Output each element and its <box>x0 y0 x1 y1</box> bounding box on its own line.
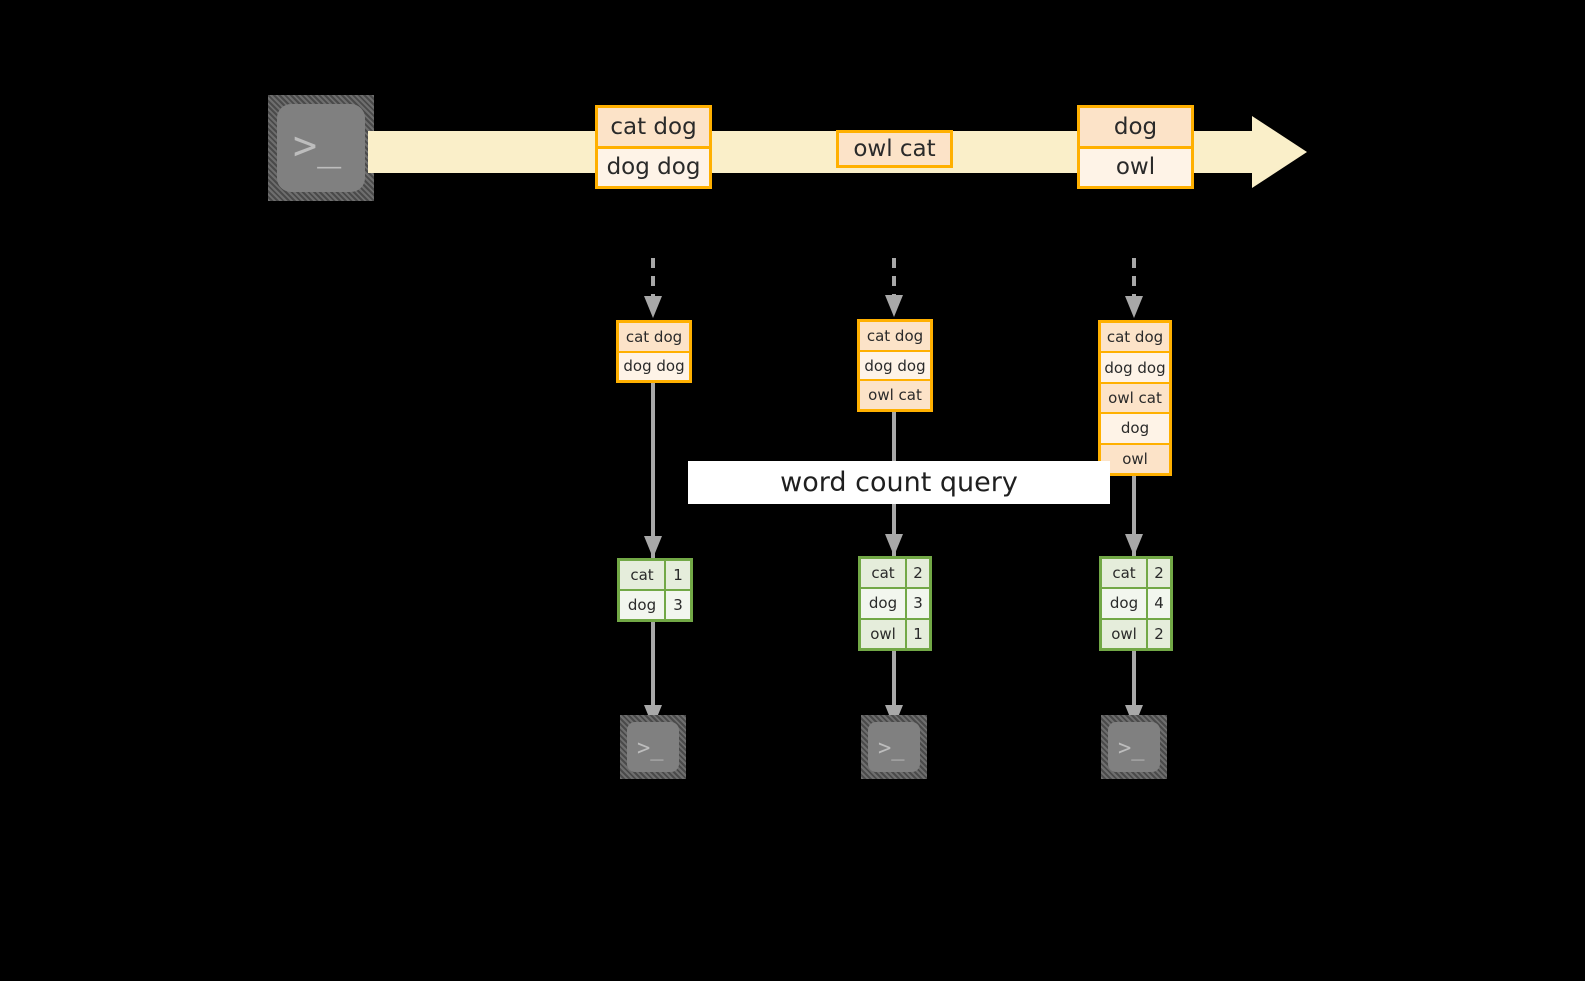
result-word: owl <box>861 619 905 648</box>
connector-line <box>651 258 655 298</box>
stream-record-line: owl <box>1080 145 1191 186</box>
table-row: cat 2 <box>861 559 929 588</box>
connector-arrowhead <box>644 296 662 318</box>
stream-record-1: cat dog dog dog <box>595 105 712 189</box>
connector-line <box>651 383 655 558</box>
table-row: dog 3 <box>620 589 690 619</box>
stream-record-line: dog dog <box>598 145 709 186</box>
accumulated-row: owl <box>1101 442 1169 473</box>
table-row: owl 1 <box>861 617 929 648</box>
accumulated-row: dog dog <box>619 350 689 380</box>
result-count: 1 <box>664 561 690 589</box>
accumulated-row: cat dog <box>625 327 683 346</box>
terminal-screen: >_ <box>1108 722 1160 772</box>
stream-arrowhead <box>1252 116 1307 188</box>
result-count: 2 <box>1146 559 1170 588</box>
accumulated-row: owl cat <box>1101 381 1169 412</box>
accumulated-row: owl cat <box>860 379 930 409</box>
result-table-1: cat 1 dog 3 <box>617 558 693 622</box>
accumulated-row: cat dog <box>1106 328 1164 347</box>
result-count: 3 <box>905 589 929 618</box>
connector-arrowhead <box>1125 534 1143 556</box>
prompt-glyph: >_ <box>1118 736 1145 761</box>
terminal-screen: >_ <box>627 722 679 772</box>
connector-line <box>1132 651 1136 727</box>
connector-line <box>892 651 896 727</box>
terminal-screen: >_ <box>277 104 365 192</box>
terminal-icon-sink-2: >_ <box>861 715 927 779</box>
terminal-icon-sink-1: >_ <box>620 715 686 779</box>
terminal-icon-sink-3: >_ <box>1101 715 1167 779</box>
accumulated-table-2: cat dog dog dog owl cat <box>857 319 933 412</box>
accumulated-row: dog <box>1101 412 1169 443</box>
connector-line <box>892 258 896 297</box>
stream-record-line: cat dog <box>610 113 697 140</box>
stream-record-3: dog owl <box>1077 105 1194 189</box>
result-word: dog <box>620 591 664 619</box>
stream-record-2: owl cat <box>836 130 953 168</box>
result-count: 4 <box>1146 589 1170 618</box>
accumulated-row: cat dog <box>866 326 924 345</box>
prompt-glyph: >_ <box>637 736 664 761</box>
result-word: dog <box>861 589 905 618</box>
prompt-glyph: >_ <box>878 736 905 761</box>
result-count: 2 <box>1146 619 1170 648</box>
connector-arrowhead <box>1125 296 1143 318</box>
result-count: 1 <box>905 619 929 648</box>
result-table-3: cat 2 dog 4 owl 2 <box>1099 556 1173 651</box>
result-word: cat <box>620 561 664 589</box>
accumulated-table-3: cat dog dog dog owl cat dog owl <box>1098 320 1172 476</box>
table-row: dog 4 <box>1102 587 1170 618</box>
result-word: owl <box>1102 619 1146 648</box>
stream-record-line: dog <box>1113 113 1158 140</box>
table-row: cat 1 <box>620 561 690 589</box>
result-count: 2 <box>905 559 929 588</box>
table-row: cat 2 <box>1102 559 1170 588</box>
connector-arrowhead <box>885 295 903 317</box>
connector-line <box>1132 476 1136 556</box>
stream-record-line: owl cat <box>853 136 936 162</box>
result-count: 3 <box>664 591 690 619</box>
connector-line <box>1132 258 1136 298</box>
connector-arrowhead <box>644 536 662 558</box>
result-word: dog <box>1102 589 1146 618</box>
result-word: cat <box>1102 559 1146 588</box>
connector-arrowhead <box>885 534 903 556</box>
query-label: word count query <box>688 461 1110 504</box>
result-table-2: cat 2 dog 3 owl 1 <box>858 556 932 651</box>
connector-line <box>651 622 655 727</box>
terminal-screen: >_ <box>868 722 920 772</box>
accumulated-table-1: cat dog dog dog <box>616 320 692 383</box>
table-row: owl 2 <box>1102 617 1170 648</box>
accumulated-row: dog dog <box>1101 351 1169 382</box>
accumulated-row: dog dog <box>860 349 930 380</box>
result-word: cat <box>861 559 905 588</box>
terminal-icon-source: >_ <box>268 95 374 201</box>
prompt-glyph: >_ <box>293 123 342 169</box>
table-row: dog 3 <box>861 587 929 618</box>
